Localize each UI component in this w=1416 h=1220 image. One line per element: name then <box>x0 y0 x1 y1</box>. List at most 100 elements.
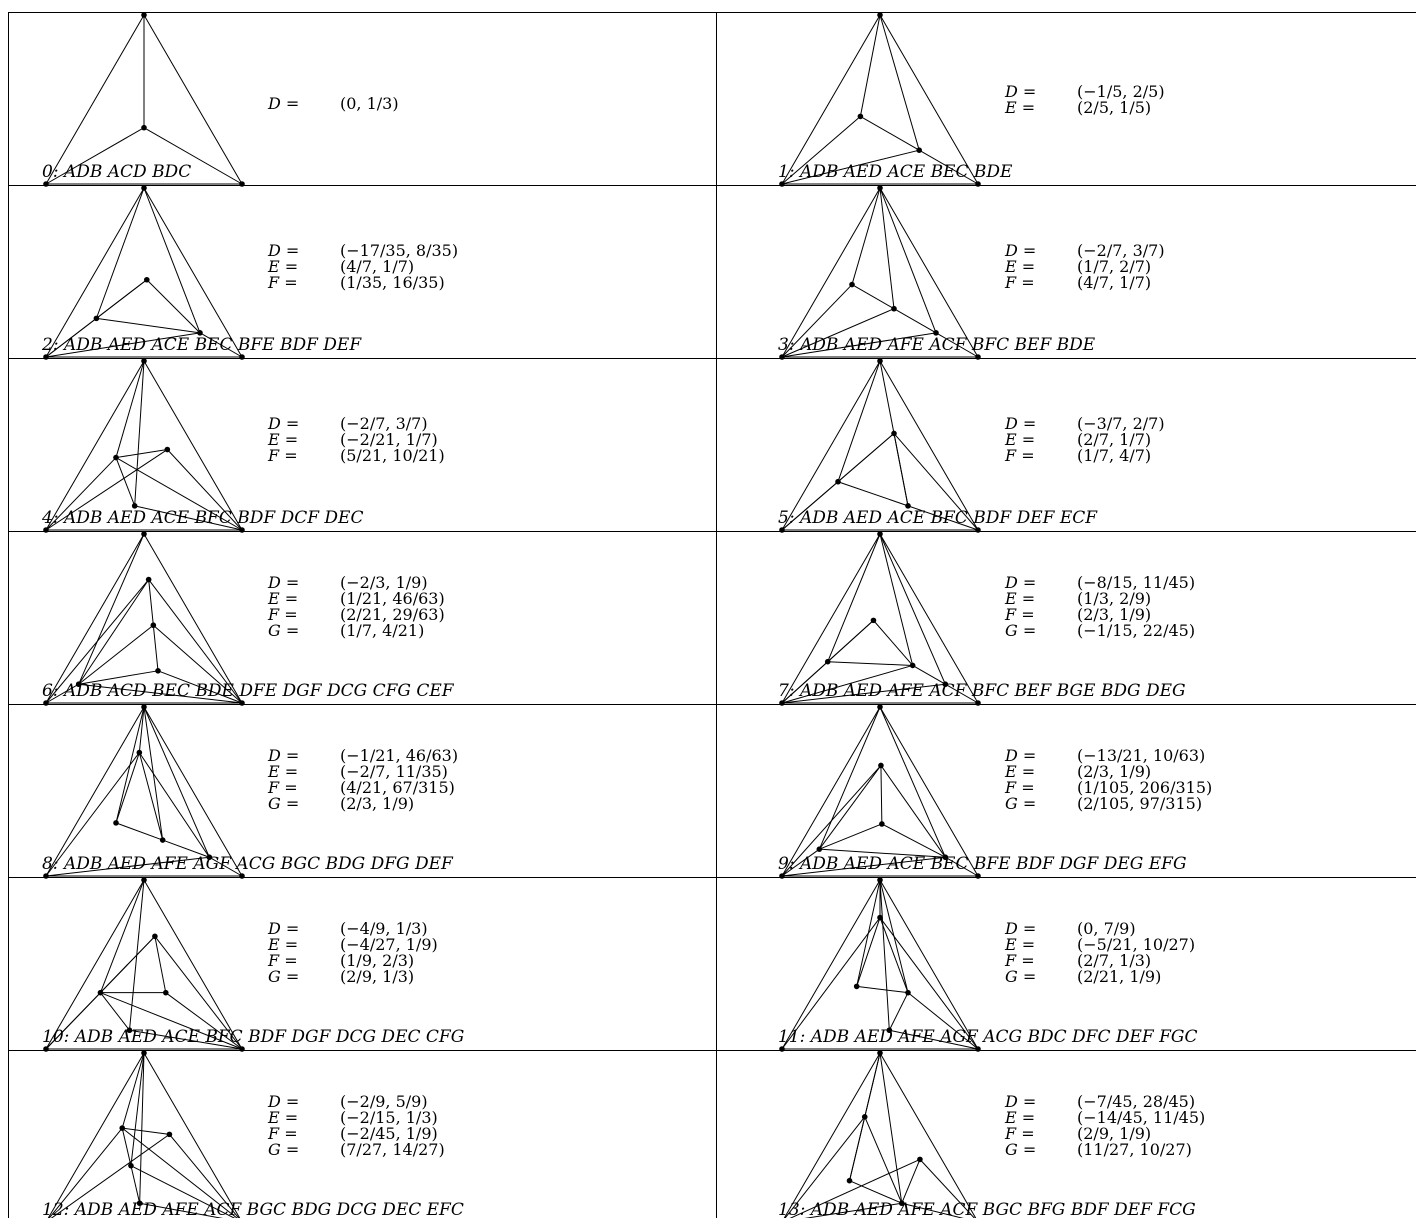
vertex-coordinate: (1/21, 46/63) <box>340 589 445 608</box>
edge-FG <box>888 992 909 1031</box>
vertex-coordinate: (−2/7, 11/35) <box>340 762 448 781</box>
edge-GF <box>152 625 159 671</box>
vertex-name: D = <box>1005 919 1037 938</box>
vertex-coordinate: (−2/7, 3/7) <box>340 414 428 433</box>
edge-FE <box>893 433 909 506</box>
edge-FE <box>146 279 201 334</box>
vertex-name: F = <box>1005 1124 1035 1143</box>
vertex-name: F = <box>268 273 298 292</box>
edge-FC <box>139 1202 223 1218</box>
edge-EB <box>781 308 895 358</box>
vertex-name: F = <box>1005 446 1035 465</box>
vertex-F <box>905 989 911 996</box>
edge-EF <box>130 1165 141 1204</box>
edge-DC <box>121 1127 238 1218</box>
vertex-coordinate: (1/35, 16/35) <box>340 273 445 292</box>
vertex-D <box>97 989 104 996</box>
vertex-name: F = <box>268 605 298 624</box>
vertex-name: E = <box>268 762 299 781</box>
edge-EF <box>856 985 909 994</box>
edge-EB <box>45 332 201 358</box>
vertex-C <box>975 700 981 706</box>
vertex-name: F = <box>1005 605 1035 624</box>
edge-EF <box>893 308 937 334</box>
triangulation-caption: 0: ADB ACD BDC <box>42 162 192 182</box>
edge-AC <box>879 187 979 358</box>
vertex-E <box>126 1027 133 1034</box>
vertex-coordinate: (2/7, 1/7) <box>1077 430 1152 449</box>
edge-DE <box>78 579 150 685</box>
edge-AB <box>781 533 881 704</box>
vertex-coordinate: (2/7, 1/3) <box>1077 951 1152 970</box>
edge-AE <box>115 706 145 824</box>
edge-AF <box>879 1052 903 1204</box>
vertex-coordinate: (11/27, 10/27) <box>1077 1140 1192 1159</box>
vertex-B <box>779 354 785 360</box>
edge-AF <box>879 187 937 334</box>
triangulation-caption: 3: ADB AED AFE ACF BFC BEF BDE <box>778 335 1096 355</box>
vertex-C <box>239 354 245 360</box>
edge-AC <box>879 360 979 531</box>
vertex-name: F = <box>268 778 298 797</box>
edge-AD <box>851 187 881 285</box>
vertex-F <box>144 276 150 283</box>
triangulation-caption: 1: ADB AED ACE BEC BDE <box>778 162 1013 182</box>
edge-EC <box>945 856 979 877</box>
edge-AB <box>781 879 881 1050</box>
edge-DB <box>781 284 853 358</box>
edge-AE <box>856 879 881 987</box>
triangulation-caption: 7: ADB AED AFE ACF BFC BEF BGE BDG DEG <box>778 681 1186 701</box>
vertex-A <box>877 185 883 191</box>
vertex-coordinate: (5/21, 10/21) <box>340 446 445 465</box>
vertex-coordinate: (−7/45, 28/45) <box>1077 1092 1196 1111</box>
vertex-name: F = <box>1005 273 1035 292</box>
edge-AE <box>879 706 946 858</box>
edge-AC <box>143 706 243 877</box>
edge-DB <box>781 848 820 877</box>
vertex-name: E = <box>1005 98 1036 117</box>
edge-DB <box>45 683 79 704</box>
vertex-coordinate: (7/27, 14/27) <box>340 1140 445 1159</box>
edge-DE <box>849 1116 866 1181</box>
vertex-coordinate: (1/7, 2/7) <box>1077 257 1152 276</box>
edge-DF <box>864 1116 903 1204</box>
edge-EC <box>148 579 243 704</box>
edge-FC <box>907 992 979 1050</box>
edge-EB <box>781 856 946 877</box>
edge-FC <box>935 332 979 358</box>
triangulation-caption: 13: ADB AED AFE ACF BGC BFG BDF DEF FCG <box>778 1200 1196 1220</box>
vertex-E <box>113 820 119 826</box>
vertex-name: E = <box>1005 257 1036 276</box>
edge-AE <box>134 360 145 506</box>
vertex-B <box>779 873 785 879</box>
edge-AC <box>879 706 979 877</box>
edge-GC <box>889 1029 979 1050</box>
edge-AB <box>45 360 145 531</box>
edge-AE <box>143 187 201 334</box>
vertex-name: E = <box>268 589 299 608</box>
vertex-B <box>43 181 49 187</box>
vertex-E <box>145 576 152 583</box>
edge-DE <box>96 317 201 334</box>
triangulation-caption: 10: ADB AED ACE BFC BDF DGF DCG DEC CFG <box>42 1027 465 1047</box>
vertex-coordinate: (1/7, 4/21) <box>340 621 425 640</box>
vertex-coordinate: (−14/45, 11/45) <box>1077 1108 1206 1127</box>
edge-AG <box>143 706 210 858</box>
edge-GE <box>881 823 946 858</box>
edge-GC <box>169 1134 240 1218</box>
vertex-coordinate: (2/21, 29/63) <box>340 605 445 624</box>
edge-DF <box>818 765 882 850</box>
vertex-name: D = <box>1005 746 1037 765</box>
vertex-C <box>239 700 245 706</box>
edge-DE <box>827 661 913 666</box>
vertex-E <box>905 503 911 509</box>
edge-AB <box>781 360 881 531</box>
edge-FB <box>45 449 168 531</box>
vertex-coordinate: (−2/9, 5/9) <box>340 1092 428 1111</box>
vertex-coordinate: (−4/27, 1/9) <box>340 935 438 954</box>
vertex-name: E = <box>1005 589 1036 608</box>
edge-FB <box>781 765 882 877</box>
